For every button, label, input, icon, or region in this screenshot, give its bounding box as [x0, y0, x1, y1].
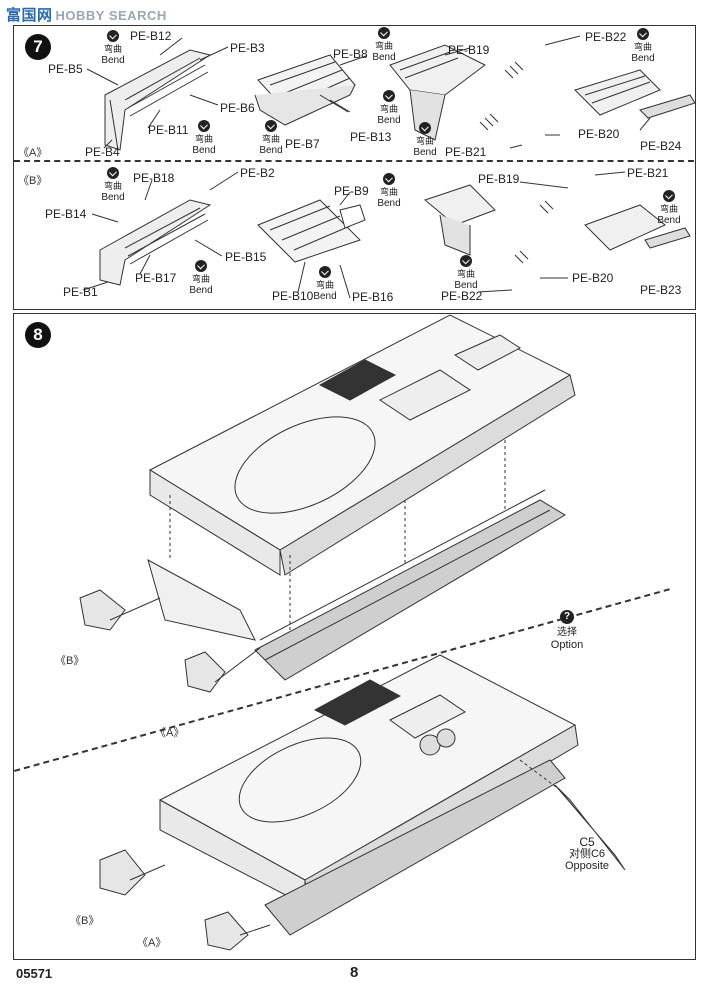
- part-c5: C5: [579, 835, 595, 849]
- part-pe-b19-a: PE-B19: [448, 43, 490, 57]
- part-pe-b20-b: PE-B20: [572, 271, 614, 285]
- part-pe-b14: PE-B14: [45, 207, 87, 221]
- part-pe-b10: PE-B10: [272, 289, 314, 303]
- part-pe-b15: PE-B15: [225, 250, 267, 264]
- part-pe-b3: PE-B3: [230, 41, 265, 55]
- step8-number: 8: [25, 322, 51, 348]
- bend-icon: [319, 266, 331, 278]
- step8-variant-a-lower: 《A》: [137, 937, 167, 949]
- part-pe-b11: PE-B11: [148, 123, 189, 137]
- part-pe-b7: PE-B7: [285, 137, 320, 151]
- part-pe-b18: PE-B18: [133, 171, 175, 185]
- bend-icon: [378, 27, 390, 39]
- bend-icon: [460, 255, 472, 267]
- step8-frame: [13, 313, 696, 960]
- question-icon: ?: [560, 610, 574, 624]
- part-pe-b4: PE-B4: [85, 145, 120, 159]
- part-pe-b12: PE-B12: [130, 29, 172, 43]
- step7-number: 7: [25, 34, 51, 60]
- step7-frame: [13, 25, 696, 310]
- part-pe-b1: PE-B1: [63, 285, 98, 299]
- part-opposite: Opposite: [564, 860, 610, 872]
- bend-icon: [198, 120, 210, 132]
- part-pe-b22-b: PE-B22: [441, 289, 483, 303]
- watermark-cn: 富国网: [6, 7, 53, 24]
- part-pe-b5: PE-B5: [48, 62, 83, 76]
- bend-icon: [663, 190, 675, 202]
- part-c5-callout: C5 对侧C6 Opposite: [552, 836, 622, 872]
- part-pe-b21-a: PE-B21: [445, 145, 487, 159]
- option-cn: 选择: [557, 627, 577, 638]
- part-pe-b17: PE-B17: [135, 271, 177, 285]
- step8-variant-b-upper: 《B》: [55, 655, 85, 667]
- part-pe-b22-a: PE-B22: [585, 30, 627, 44]
- bend-icon: [637, 28, 649, 40]
- part-pe-b8: PE-B8: [333, 47, 368, 61]
- page-number: 8: [350, 964, 359, 981]
- bend-icon: [195, 260, 207, 272]
- part-pe-b6: PE-B6: [220, 101, 255, 115]
- option-callout: ? 选择 Option: [537, 610, 597, 651]
- part-pe-b13: PE-B13: [350, 130, 392, 144]
- step8-variant-b-lower: 《B》: [70, 915, 100, 927]
- option-en: Option: [550, 639, 584, 651]
- step7-variant-a: 《A》: [18, 147, 48, 159]
- part-c6: 对侧C6: [568, 848, 606, 860]
- part-pe-b21-b: PE-B21: [627, 166, 669, 180]
- part-pe-b16: PE-B16: [352, 290, 394, 304]
- part-pe-b19-b: PE-B19: [478, 172, 520, 186]
- bend-icon: [419, 122, 431, 134]
- catalog-number: 05571: [16, 966, 53, 981]
- bend-icon: [265, 120, 277, 132]
- bend-icon: [383, 173, 395, 185]
- bend-icon: [383, 90, 395, 102]
- step7-divider: [14, 160, 694, 162]
- bend-icon: [107, 167, 119, 179]
- part-pe-b9: PE-B9: [334, 184, 369, 198]
- step7-variant-b: 《B》: [18, 175, 48, 187]
- part-pe-b23: PE-B23: [640, 283, 682, 297]
- watermark-en: HOBBY SEARCH: [55, 8, 167, 23]
- part-pe-b2: PE-B2: [240, 166, 275, 180]
- part-pe-b20-a: PE-B20: [578, 127, 620, 141]
- part-pe-b24: PE-B24: [640, 139, 682, 153]
- bend-icon: [107, 30, 119, 42]
- step8-variant-a-upper: 《A》: [155, 727, 185, 739]
